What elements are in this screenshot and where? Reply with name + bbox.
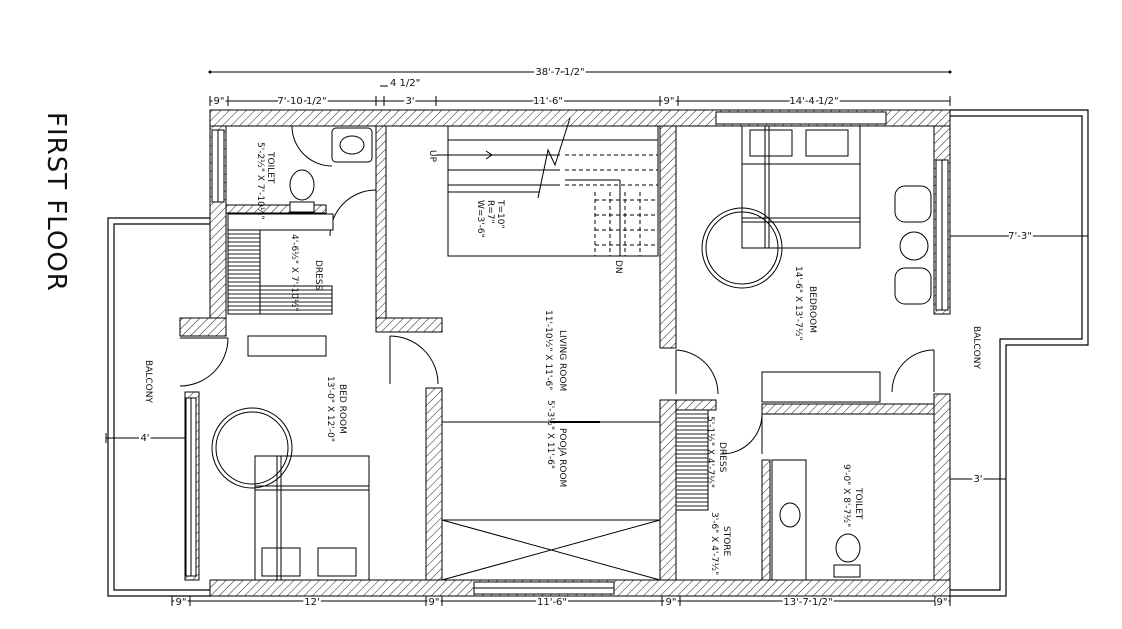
stair-tread: T=10"	[495, 199, 505, 229]
dim-right-side: 3'	[973, 474, 982, 485]
room-size: 13'-0" X 12'-0"	[325, 376, 335, 442]
rug-top	[701, 207, 783, 289]
dim-bottom-label: 12'	[304, 597, 319, 608]
stair-width: W=3'-6"	[475, 200, 485, 238]
pooja-area	[441, 421, 661, 581]
balcony-left-label: BALCONY	[143, 360, 153, 403]
dim-bottom-label: 13'-7 1/2"	[783, 597, 832, 608]
toilet-fixtures	[289, 127, 881, 581]
room-size: 5'-1½" X 4'-7½"	[705, 416, 715, 488]
doors	[179, 125, 935, 455]
dim-bottom-label: 9"	[176, 597, 187, 608]
room-size: 11'-10½" X 11'-6"	[543, 310, 553, 390]
dress-1-label-group: DRESS 4'-6½" X 7'-10½"	[289, 234, 323, 312]
dim-top-label: 7'-10 1/2"	[277, 96, 326, 107]
room-size: 5'-3½" X 11'-6"	[545, 400, 555, 469]
plan-title: FIRST FLOOR	[41, 112, 71, 292]
room-name: LIVING ROOM	[557, 330, 567, 391]
room-size: 14'-6" X 13'-7½"	[793, 266, 803, 341]
balcony-outlines	[107, 109, 1089, 597]
dim-bottom-label: 9"	[666, 597, 677, 608]
dim-offset-top: 4 1/2"	[390, 78, 420, 89]
stair-dn: DN	[613, 260, 623, 274]
room-name: TOILET	[853, 487, 863, 520]
store-label-group: STORE 3'-6" X 4'-7½"	[709, 512, 731, 575]
wardrobes	[227, 213, 709, 511]
dim-top-label: 11'-6"	[533, 96, 563, 107]
windows	[185, 111, 949, 595]
stair-up: UP	[427, 150, 437, 163]
staircase	[436, 117, 659, 257]
dim-bottom-label: 9"	[429, 597, 440, 608]
living-room-label-group: LIVING ROOM 11'-10½" X 11'-6"	[543, 310, 567, 391]
dim-overall-top: 38'-7 1/2"	[535, 67, 584, 78]
bedroom-2-label-group: BED ROOM 13'-0" X 12'-0"	[325, 376, 347, 442]
room-name: DRESS	[717, 442, 727, 473]
bed-top	[741, 125, 861, 249]
room-name: BEDROOM	[807, 286, 817, 333]
dim-bottom-label: 11'-6"	[537, 597, 567, 608]
dress-2-label-group: DRESS 5'-1½" X 4'-7½"	[705, 416, 727, 488]
room-size: 3'-6" X 4'-7½"	[709, 512, 719, 575]
stair-label-group: T=10" R=7" W=3'-6"	[475, 199, 505, 238]
dim-top-label: 3'	[405, 96, 414, 107]
stair-riser: R=7"	[485, 200, 495, 224]
balcony-right-label: BALCONY	[971, 326, 981, 369]
room-size: 9'-0" X 8'-7½"	[841, 464, 851, 527]
dim-top-label: 9"	[214, 96, 225, 107]
armchairs	[894, 185, 932, 305]
room-name: DRESS	[313, 260, 323, 291]
bed-bottom	[254, 455, 370, 581]
bedroom-1-label-group: BEDROOM 14'-6" X 13'-7½"	[793, 266, 817, 341]
dim-top-label: 9"	[664, 96, 675, 107]
room-size: 4'-6½" X 7'-10½"	[289, 234, 299, 312]
dim-left-balcony: 4'	[140, 433, 149, 444]
dim-bottom-label: 9"	[937, 597, 948, 608]
dim-top-label: 14'-4 1/2"	[789, 96, 838, 107]
dim-right-balcony: 7'-3"	[1008, 231, 1032, 242]
room-name: STORE	[721, 526, 731, 557]
rug-bottom	[211, 407, 293, 489]
walls	[179, 109, 951, 597]
room-name: POOJA ROOM	[557, 428, 567, 487]
pooja-room-label-group: POOJA ROOM 5'-3½" X 11'-6"	[545, 400, 567, 487]
room-name: TOILET	[265, 151, 275, 184]
toilet-1-label-group: TOILET 5'-2½" X 7'-10½"	[255, 142, 275, 220]
room-name: BED ROOM	[337, 384, 347, 434]
room-size: 5'-2½" X 7'-10½"	[255, 142, 265, 220]
toilet-2-label-group: TOILET 9'-0" X 8'-7½"	[841, 464, 863, 527]
